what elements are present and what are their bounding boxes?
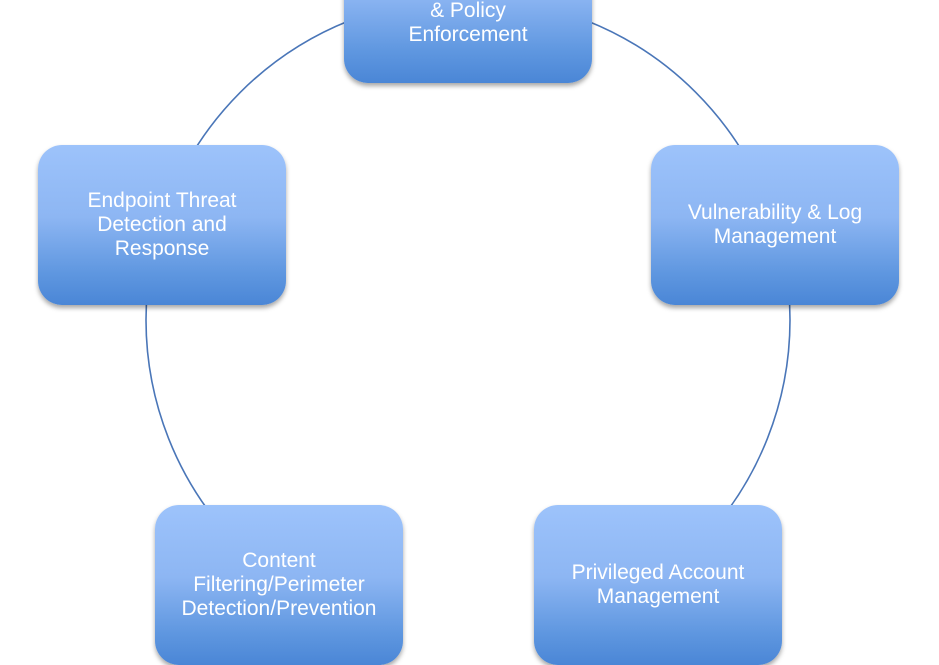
- node-label-line: & Policy: [430, 0, 506, 22]
- node-label-line: Filtering/Perimeter: [193, 573, 365, 596]
- node-privileged-account-management: Privileged Account Management: [534, 505, 782, 665]
- node-vulnerability-log-management: Vulnerability & Log Management: [651, 145, 899, 305]
- node-label-line: Vulnerability & Log: [687, 201, 863, 224]
- node-endpoint-threat-detection: Endpoint Threat Detection and Response: [38, 145, 286, 305]
- cycle-ring: [145, 0, 791, 606]
- node-label-line: Content: [242, 549, 316, 572]
- node-content-filtering: Content Filtering/Perimeter Detection/Pr…: [155, 505, 403, 665]
- node-policy-enforcement: & Policy Enforcement: [344, 0, 592, 83]
- node-label-line: Management: [713, 225, 837, 248]
- node-label-line: Endpoint Threat: [87, 189, 237, 212]
- node-label-line: Management: [596, 585, 720, 608]
- node-label-line: Privileged Account: [571, 561, 745, 584]
- node-label-line: Response: [114, 237, 210, 260]
- node-label-line: Detection/Prevention: [181, 597, 377, 620]
- node-label-line: Enforcement: [408, 23, 528, 46]
- node-label-line: Detection and: [97, 213, 227, 236]
